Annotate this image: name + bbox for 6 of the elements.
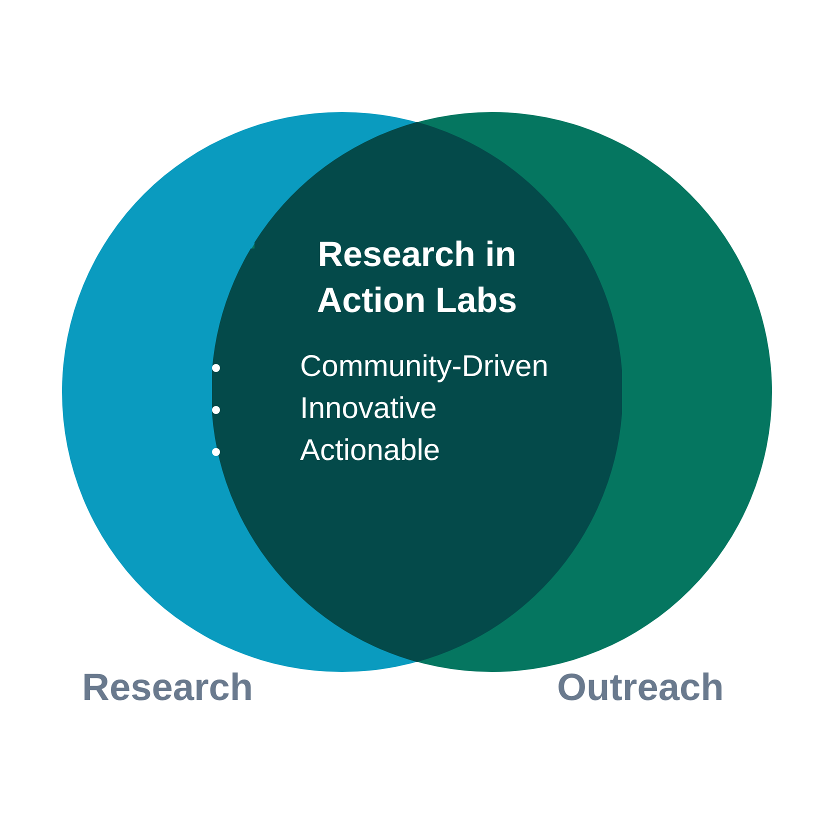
circle-label: Outreach (557, 667, 724, 710)
bullet-item: Community-Driven (300, 350, 548, 384)
circle-label: Research (82, 667, 254, 710)
overlap-title: Research in Action Labs (316, 234, 518, 322)
bullet-item: Innovative (300, 392, 437, 426)
bullet-item: Actionable (300, 434, 440, 468)
